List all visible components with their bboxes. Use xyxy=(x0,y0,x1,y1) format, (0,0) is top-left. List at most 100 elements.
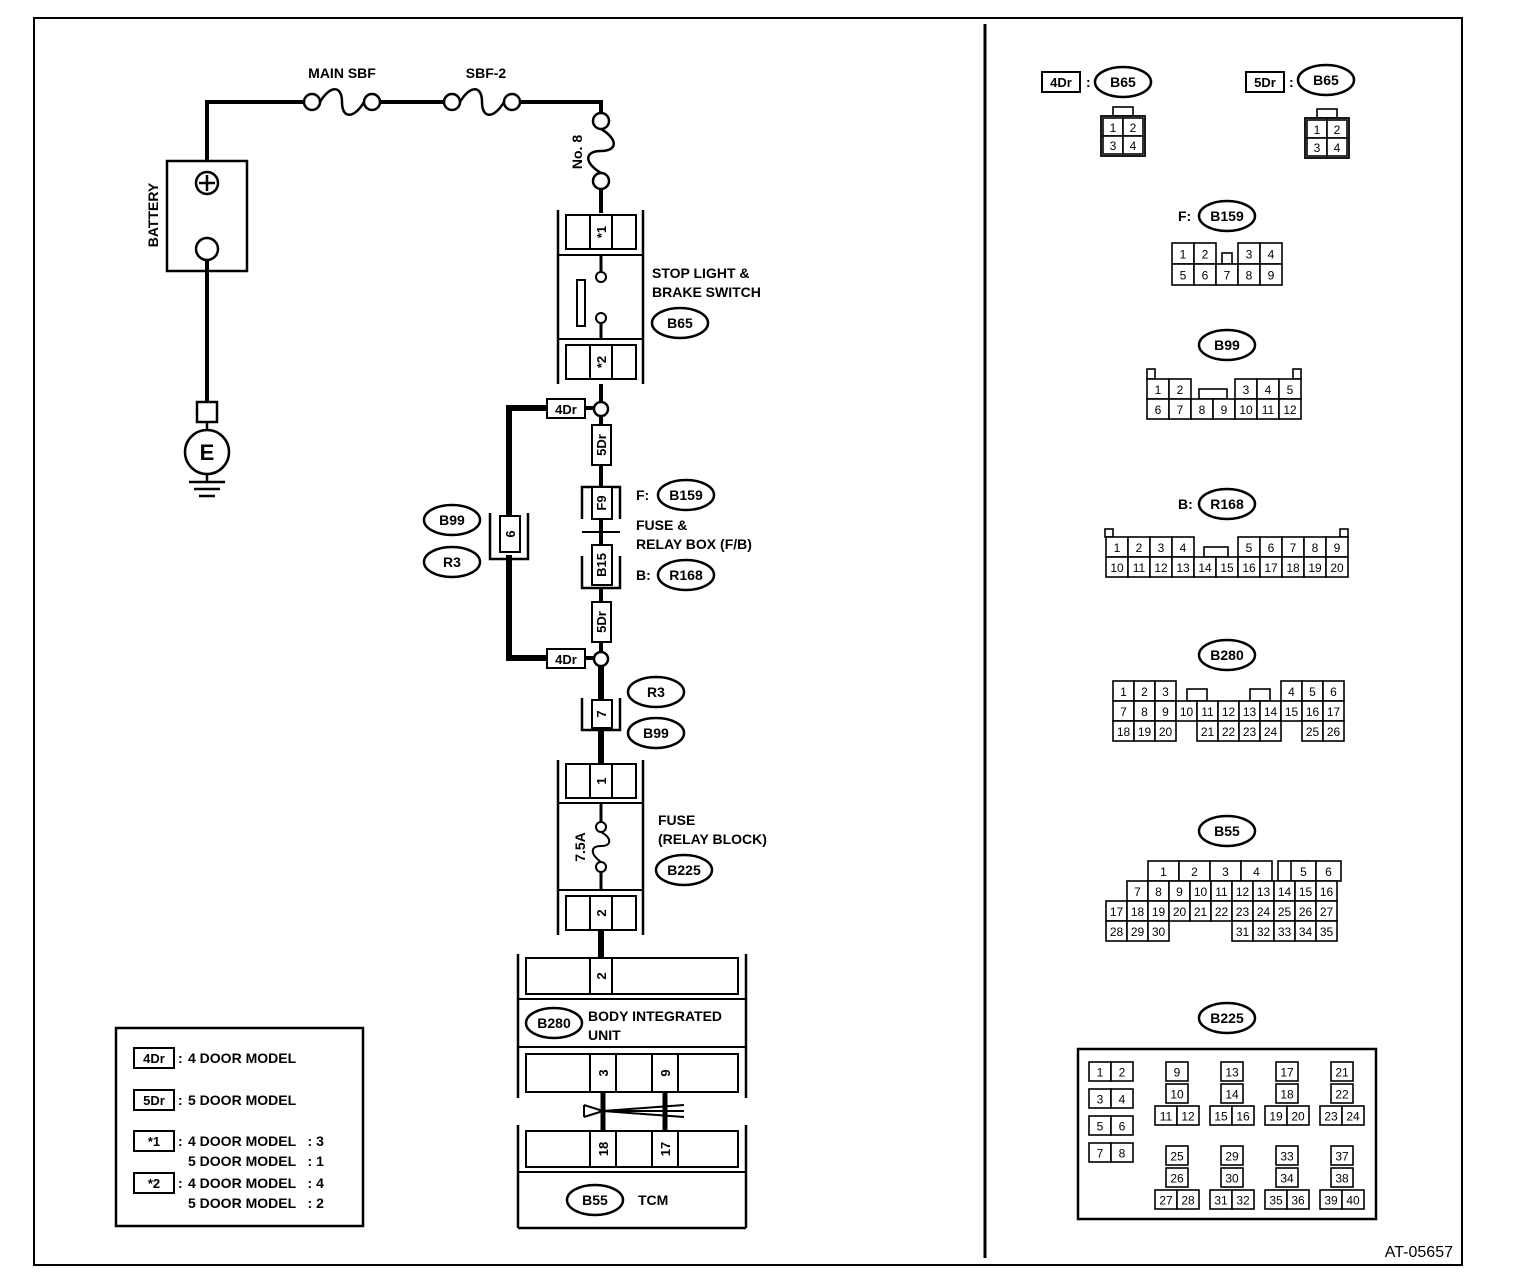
pin-number: 14 xyxy=(1198,561,1212,575)
pin-number: 15 xyxy=(1285,705,1299,719)
pin-number: 9 xyxy=(1176,885,1183,899)
pin-cell xyxy=(1330,1083,1354,1104)
biu-label-2: UNIT xyxy=(588,1027,621,1043)
fuse-relay-box-label-2: RELAY BOX (F/B) xyxy=(636,536,752,552)
tag-5dr-upper xyxy=(591,424,612,466)
pin-cell xyxy=(1330,1061,1354,1082)
stop-switch-label-1: STOP LIGHT & xyxy=(652,265,750,281)
b65-4dr-tag-text: 4Dr xyxy=(1050,75,1072,90)
pin-number: 4 xyxy=(1253,865,1260,879)
pin-number: 7 xyxy=(1120,705,1127,719)
twisted-pair xyxy=(583,1092,685,1131)
tag-4dr-upper-text: 4Dr xyxy=(555,402,577,417)
pin-number: 13 xyxy=(1257,885,1271,899)
pin-number: 1 xyxy=(1120,685,1127,699)
b55-face-badge xyxy=(1197,814,1257,848)
no8-label: No. 8 xyxy=(569,135,585,169)
top-wire xyxy=(205,100,603,213)
pin-number: 4 xyxy=(1288,685,1295,699)
pin-number: 20 xyxy=(1159,725,1173,739)
star1-pin: *1 xyxy=(594,226,609,238)
pin-number: 38 xyxy=(1335,1172,1349,1186)
pin-number: 21 xyxy=(1335,1066,1349,1080)
pin-number: 15 xyxy=(1214,1110,1228,1124)
junction-lower xyxy=(592,650,610,668)
no8-fuse xyxy=(587,111,615,191)
pin-number: 10 xyxy=(1239,403,1253,417)
pin-cell xyxy=(1110,1088,1134,1109)
r168-badge xyxy=(656,558,716,592)
pin-number: 18 xyxy=(1117,725,1131,739)
junction-upper xyxy=(592,400,610,418)
pin-number: 16 xyxy=(1306,705,1320,719)
pin-cell xyxy=(1110,1115,1134,1136)
pin-number: 9 xyxy=(1174,1066,1181,1080)
pin-number: 2 xyxy=(1191,865,1198,879)
legend-star1-tag-text: *1 xyxy=(148,1134,160,1149)
pin-cell xyxy=(1341,1189,1365,1210)
stop-switch-label-2: BRAKE SWITCH xyxy=(652,284,761,300)
connector-latch xyxy=(1186,688,1208,702)
pin-number: 27 xyxy=(1159,1194,1173,1208)
pin-number: 39 xyxy=(1324,1194,1338,1208)
main-sbf-fuse xyxy=(302,88,382,116)
connector-latch xyxy=(1292,368,1302,380)
pin-number: 9 xyxy=(1162,705,1169,719)
b280-face-badge xyxy=(1197,638,1257,672)
r3-label-left: R3 xyxy=(443,554,461,570)
pin-number: 20 xyxy=(1173,905,1187,919)
b65-label: B65 xyxy=(667,315,693,331)
pin-number: 10 xyxy=(1170,1088,1184,1102)
pin-number: 4 xyxy=(1268,248,1275,262)
pin-number: 19 xyxy=(1138,725,1152,739)
pin-cell xyxy=(1330,1145,1354,1166)
pin-number: 2 xyxy=(1119,1066,1126,1080)
pin-number: 7 xyxy=(1177,403,1184,417)
b225-face-label: B225 xyxy=(1210,1010,1244,1026)
legend-4dr-tag xyxy=(133,1047,175,1069)
pin-number: 2 xyxy=(1141,685,1148,699)
pin-number: 23 xyxy=(1236,905,1250,919)
pin-number: 28 xyxy=(1110,925,1124,939)
sbf2-fuse xyxy=(442,88,522,116)
connector-latch xyxy=(1316,108,1338,119)
pin-number: 36 xyxy=(1291,1194,1305,1208)
pin-number: 8 xyxy=(1119,1147,1126,1161)
connector-latch xyxy=(1198,388,1228,400)
b225-face-badge xyxy=(1197,1001,1257,1035)
pin-cell xyxy=(1220,1083,1244,1104)
pin-number: 19 xyxy=(1269,1110,1283,1124)
connector-latch xyxy=(1339,528,1349,538)
pin-number: 8 xyxy=(1199,403,1206,417)
main-sbf-label: MAIN SBF xyxy=(308,65,376,81)
pin-cell xyxy=(1220,1061,1244,1082)
r168-face-label: R168 xyxy=(1210,496,1244,512)
pin-number: 33 xyxy=(1280,1150,1294,1164)
b159-face-label: B159 xyxy=(1210,208,1244,224)
legend-4dr-tag-text: 4Dr xyxy=(143,1051,165,1066)
pin-number: 3 xyxy=(1110,139,1117,153)
pin-cell xyxy=(1259,263,1283,286)
pin-cell xyxy=(1165,1083,1189,1104)
tag-4dr-lower-text: 4Dr xyxy=(555,652,577,667)
pin-number: 12 xyxy=(1222,705,1236,719)
pin-number: 17 xyxy=(1327,705,1341,719)
sbf2-label: SBF-2 xyxy=(466,65,507,81)
b-prefix: B: xyxy=(636,567,651,583)
pin-number: 5 xyxy=(1300,865,1307,879)
legend-5dr-colon: : xyxy=(178,1092,183,1108)
b65-4dr-badge xyxy=(1093,65,1153,99)
pin-number: 23 xyxy=(1243,725,1257,739)
pin-cell xyxy=(1122,135,1144,155)
pin-number: 31 xyxy=(1214,1194,1228,1208)
pin-cell xyxy=(1220,1145,1244,1166)
battery-symbol xyxy=(165,159,249,402)
pin-number: 4 xyxy=(1265,383,1272,397)
pin-number: 2 xyxy=(1177,383,1184,397)
b15-pin: B15 xyxy=(594,553,609,577)
stop-light-switch xyxy=(556,210,645,384)
